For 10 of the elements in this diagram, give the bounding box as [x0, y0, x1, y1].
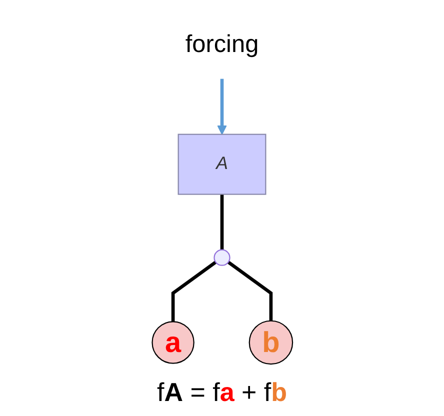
connector — [171, 260, 217, 322]
formula: fA = fa + fb — [156, 377, 288, 408]
arrow — [217, 78, 227, 135]
node-circle: b — [248, 320, 294, 365]
node-text: forcing — [185, 30, 259, 58]
node-box: A — [178, 134, 266, 195]
node-circle — [214, 249, 230, 266]
node-circle: a — [152, 321, 194, 364]
connector — [220, 194, 224, 250]
connector — [227, 260, 273, 321]
